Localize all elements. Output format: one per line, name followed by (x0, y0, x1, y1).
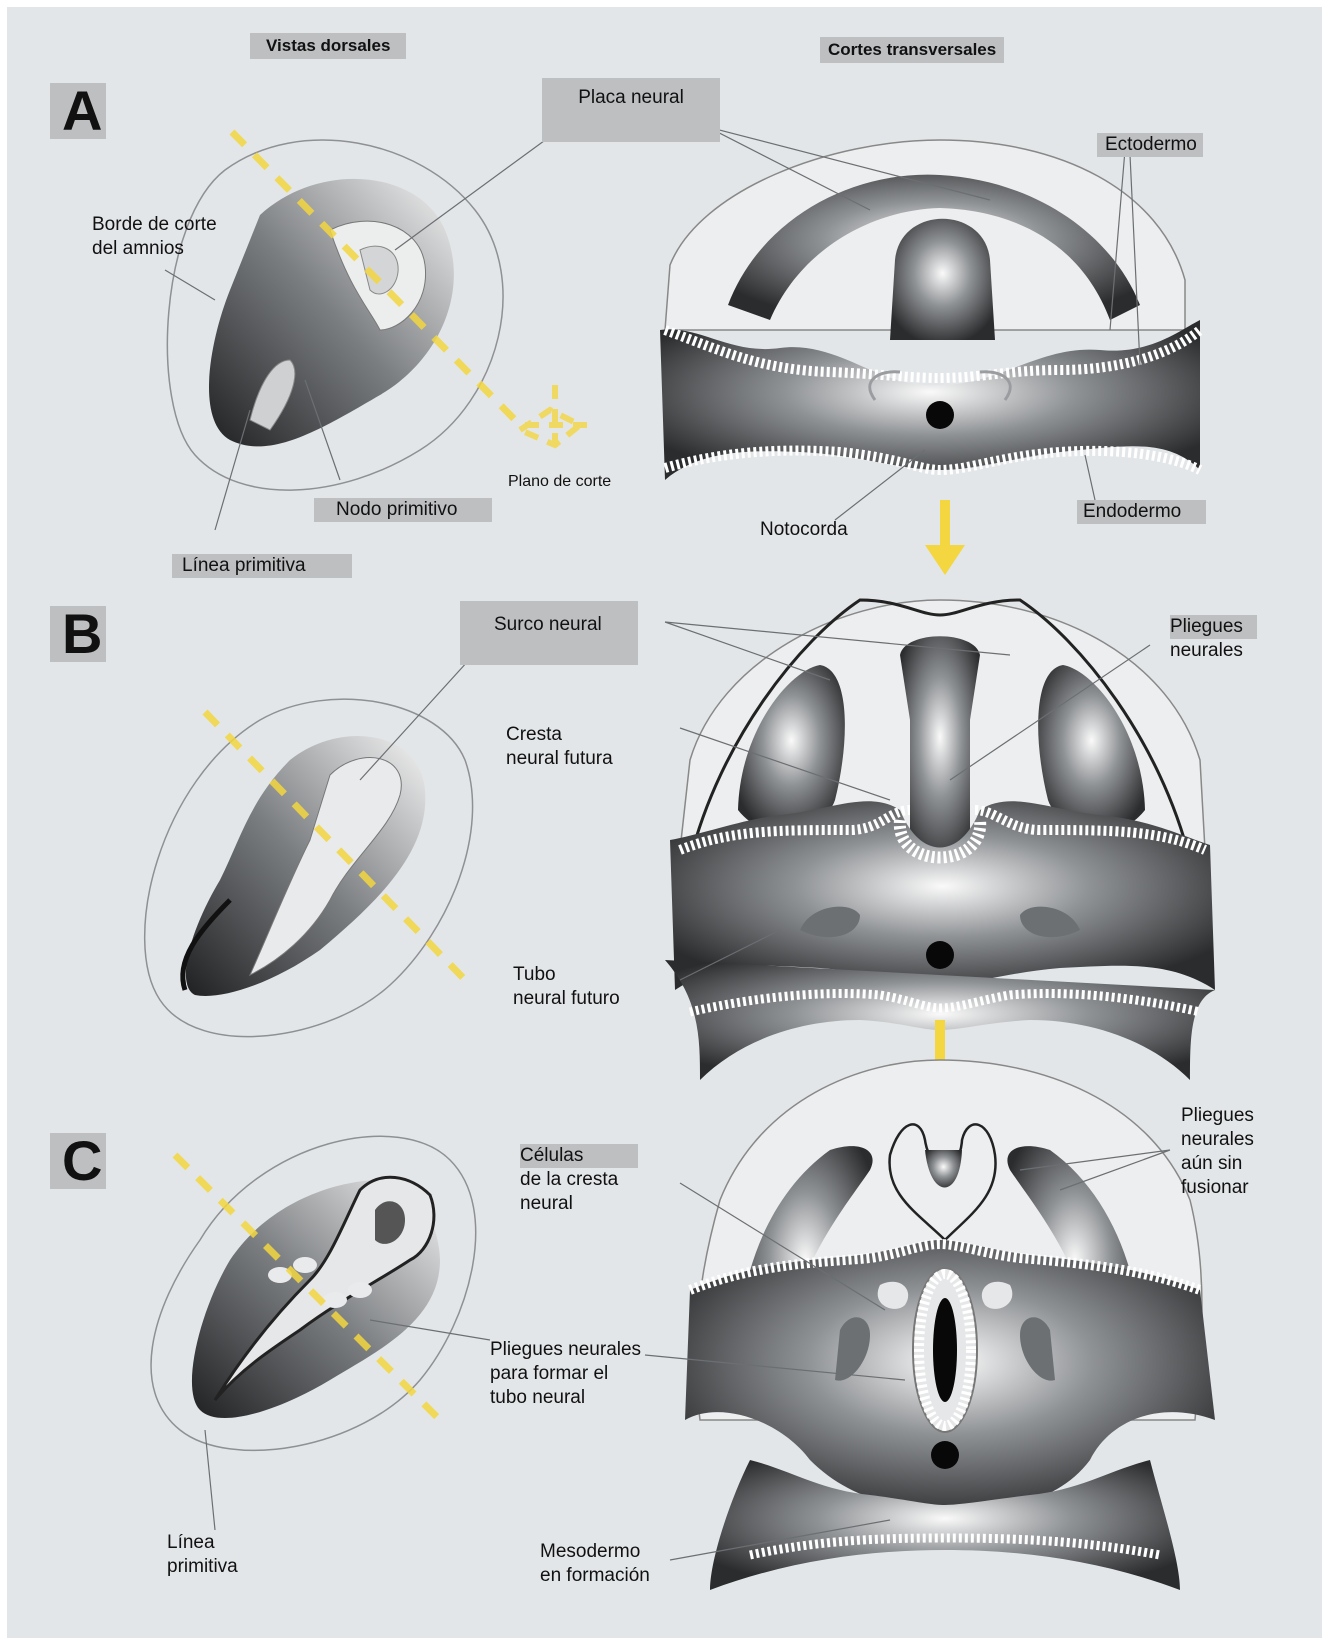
label-nodo-primitivo: Nodo primitivo (314, 498, 492, 522)
label-celulas-cresta: Células de la cresta neural (520, 1144, 638, 1216)
label-linea-primitiva-a: Línea primitiva (172, 554, 352, 578)
label-tubo-neural-futuro: Tubo neural futuro (513, 963, 620, 1011)
label-ectodermo: Ectodermo (1097, 133, 1203, 157)
label-plano-corte: Plano de corte (508, 470, 611, 494)
panel-letter-a: A (50, 83, 106, 139)
panel-letter-b: B (50, 606, 106, 662)
label-pliegues-neurales-b: Pliegues neurales (1170, 615, 1257, 663)
label-cresta-neural-futura: Cresta neural futura (506, 723, 613, 771)
panel-c-dorsal-view (151, 1136, 476, 1450)
label-pliegues-formar-tubo: Pliegues neurales para formar el tubo ne… (490, 1338, 641, 1410)
transverse-sections-header: Cortes transversales (820, 37, 1004, 63)
panel-letter-c: C (50, 1133, 106, 1189)
panel-b-transverse-section (665, 600, 1215, 1090)
panel-a-dorsal-view (167, 132, 590, 490)
label-pliegues-sin-fusionar: Pliegues neurales aún sin fusionar (1181, 1104, 1254, 1200)
label-mesodermo-en-formacion: Mesodermo en formación (540, 1540, 650, 1588)
panel-c-transverse-section (685, 1060, 1215, 1590)
label-linea-primitiva-c: Línea primitiva (167, 1531, 238, 1579)
label-endodermo: Endodermo (1077, 500, 1206, 524)
label-placa-neural: Placa neural (542, 78, 720, 142)
label-surco-neural: Surco neural (460, 601, 638, 665)
panel-b-dorsal-view (145, 699, 473, 1036)
label-notocorda: Notocorda (760, 518, 848, 542)
label-borde-amnios: Borde de corte del amnios (92, 213, 217, 261)
dorsal-views-header: Vistas dorsales (250, 33, 406, 59)
